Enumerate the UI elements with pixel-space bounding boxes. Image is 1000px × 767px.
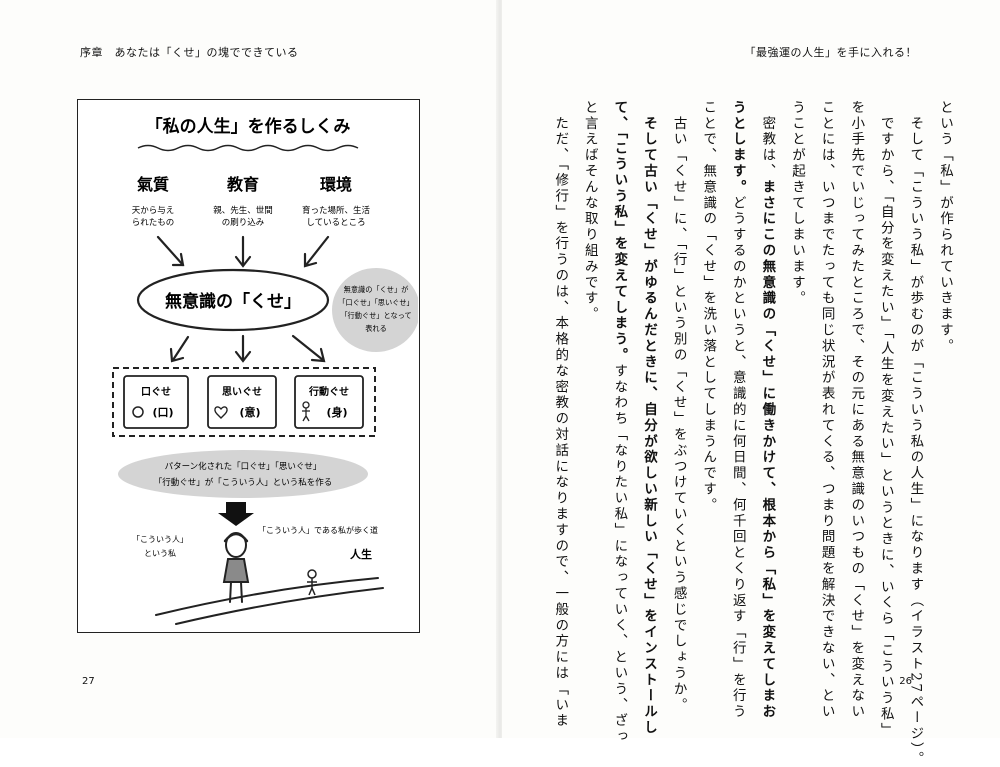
text-column: ですから、「自分を変えたい」「人生を変えたい」というときに、いくら「こういう私」 xyxy=(871,100,901,739)
bubble-line: 無意識の「くせ」が xyxy=(344,285,409,294)
small-figure xyxy=(307,569,317,596)
factor-desc: しているところ xyxy=(306,218,365,228)
text-segment: ことで、無意識の「くせ」を洗い落としてしまうんです。 xyxy=(700,100,717,514)
emphasized-text: て、「こういう私」を変えてしまう。 xyxy=(611,100,628,364)
text-column: うことが起きてしまいます。 xyxy=(782,100,812,650)
bubble-line: 表れる xyxy=(365,324,387,333)
body-icon xyxy=(302,401,310,422)
factor-desc: 天から与え xyxy=(132,206,175,216)
illustration-drawing: 「私の人生」を作るしくみ 氣質 天から与え られたもの 教育 親、先生、世間 の… xyxy=(112,116,418,625)
text-segment: を小手先でいじってみたところで、その元にある無意識のいつもの「くせ」を変えない xyxy=(848,100,865,721)
unconscious-label: 無意識の「くせ」 xyxy=(165,291,301,312)
pattern-line: 「行動ぐせ」が「こういう人」という私を作る xyxy=(154,477,333,488)
text-column: そして古い「くせ」がゆるんだときに、自分が欲しい新しい「くせ」をインストールし xyxy=(634,100,664,736)
page-number: 26 xyxy=(899,676,912,687)
factor-name: 教育 xyxy=(227,175,259,194)
text-segment: 古い「くせ」に、「行」という別の「くせ」をぶつけていくという感じでしょうか。 xyxy=(670,100,687,714)
habit-box xyxy=(207,375,277,429)
text-column: 古い「くせ」に、「行」という別の「くせ」をぶつけていくという感じでしょうか。 xyxy=(664,100,694,713)
heart-icon xyxy=(214,406,228,419)
running-head: 「最強運の人生」を手に入れる！ xyxy=(744,46,917,59)
factor-desc: の刷り込み xyxy=(222,217,265,228)
person-label: 「こういう人」 xyxy=(132,535,188,544)
habit-sub: (意) xyxy=(239,405,260,419)
text-segment: ただ、「修行」を行うのは、本格的な密教の対話になりますので、一般の方には「いま xyxy=(552,100,569,730)
text-segment: すなわち「なりたい私」になっていく、という、ざっ xyxy=(611,363,628,746)
text-segment: という「私」が作られていきます。 xyxy=(937,100,953,355)
pattern-line: パターン化された「口ぐせ」「思いぐせ」 xyxy=(165,461,322,472)
big-down-arrow xyxy=(218,502,254,526)
bubble-line: 「口ぐせ」「思いぐせ」 xyxy=(338,298,413,307)
bubble-line: 「行動ぐせ」となって xyxy=(340,311,411,320)
habit-sub: (身) xyxy=(326,405,347,419)
text-column: うとします。どうするのかというと、意識的に何日間、何千回とくり返す「行」を行う xyxy=(723,100,753,720)
road-path xyxy=(155,577,384,625)
habit-arrows xyxy=(169,334,326,363)
emphasized-text: まさにこの無意識の「くせ」に働きかけて、根本から「私」を変えてしまお xyxy=(759,179,776,721)
text-segment: 密教は、 xyxy=(759,100,776,180)
emphasized-text: うとします。 xyxy=(729,100,746,196)
book-gutter xyxy=(496,0,504,738)
text-segment: ことには、いつまでたっても同じ状況が表れてくる、つまり問題を解決できない、とい xyxy=(818,100,835,721)
right-page: 「最強運の人生」を手に入れる！ という「私」が作られていきます。 そして「こうい… xyxy=(502,0,1000,767)
habit-box xyxy=(123,375,189,429)
illustration-title: 「私の人生」を作るしくみ xyxy=(146,116,351,137)
factor-desc: られたもの xyxy=(132,218,175,228)
factor-desc: 親、先生、世間 xyxy=(213,205,273,216)
habit-name: 口ぐせ xyxy=(141,386,171,398)
emphasized-text: そして古い「くせ」がゆるんだときに、自分が欲しい新しい「くせ」をインストールし xyxy=(641,100,657,736)
life-label: 人生 xyxy=(350,547,372,561)
page-number: 27 xyxy=(82,676,95,687)
text-column: て、「こういう私」を変えてしまう。すなわち「なりたい私」になっていく、という、ざ… xyxy=(604,100,634,745)
text-column: そして「こういう私」が歩むのが「こういう私の人生」になります（イラスト27ページ… xyxy=(900,100,930,767)
running-head: 序章 あなたは「くせ」の塊でできている xyxy=(80,46,299,59)
text-segment: ですから、「自分を変えたい」「人生を変えたい」というときに、いくら「こういう私」 xyxy=(877,100,894,739)
path-label: 「こういう人」である私が歩く道 xyxy=(258,525,378,535)
habit-sub: (口) xyxy=(152,406,173,419)
factor-name: 氣質 xyxy=(137,175,169,194)
illustration-panel: 「私の人生」を作るしくみ 氣質 天から与え られたもの 教育 親、先生、世間 の… xyxy=(77,99,420,633)
text-column: ただ、「修行」を行うのは、本格的な密教の対話になりますので、一般の方には「いま xyxy=(545,100,575,729)
habit-name: 思いぐせ xyxy=(222,386,262,398)
text-segment: と言えばそんな取り組みです。 xyxy=(581,100,598,323)
text-column: ことには、いつまでたっても同じ状況が表れてくる、つまり問題を解決できない、とい xyxy=(812,100,842,720)
text-segment: どうするのかというと、意識的に何日間、何千回とくり返す「行」を行う xyxy=(729,195,746,721)
text-column: と言えばそんな取り組みです。 xyxy=(575,100,605,650)
text-column: という「私」が作られていきます。 xyxy=(930,100,960,650)
explanation-bubble xyxy=(332,268,418,352)
mouth-icon xyxy=(132,406,144,418)
person-label: という私 xyxy=(144,549,176,558)
habit-name: 行動ぐせ xyxy=(308,385,349,398)
left-page: 序章 あなたは「くせ」の塊でできている 「私の人生」を作るしくみ 氣質 天から与… xyxy=(0,0,498,738)
title-wave-line xyxy=(137,144,359,152)
text-column: を小手先でいじってみたところで、その元にある無意識のいつもの「くせ」を変えない xyxy=(841,100,871,720)
text-column: ことで、無意識の「くせ」を洗い落としてしまうんです。 xyxy=(693,100,723,650)
habits-dashed-frame xyxy=(112,367,376,437)
text-segment: うことが起きてしまいます。 xyxy=(789,100,805,307)
factor-arrows xyxy=(156,235,330,268)
pattern-cloud xyxy=(118,450,368,498)
person-figure xyxy=(222,532,250,603)
unconscious-oval xyxy=(136,268,330,332)
habit-box xyxy=(294,375,364,429)
factor-name: 環境 xyxy=(320,175,352,194)
text-column: 密教は、まさにこの無意識の「くせ」に働きかけて、根本から「私」を変えてしまお xyxy=(752,100,782,720)
text-segment: そして「こういう私」が歩むのが「こういう私の人生」になります（イラスト27ページ… xyxy=(907,100,924,767)
factor-desc: 育った場所、生活 xyxy=(302,205,371,216)
